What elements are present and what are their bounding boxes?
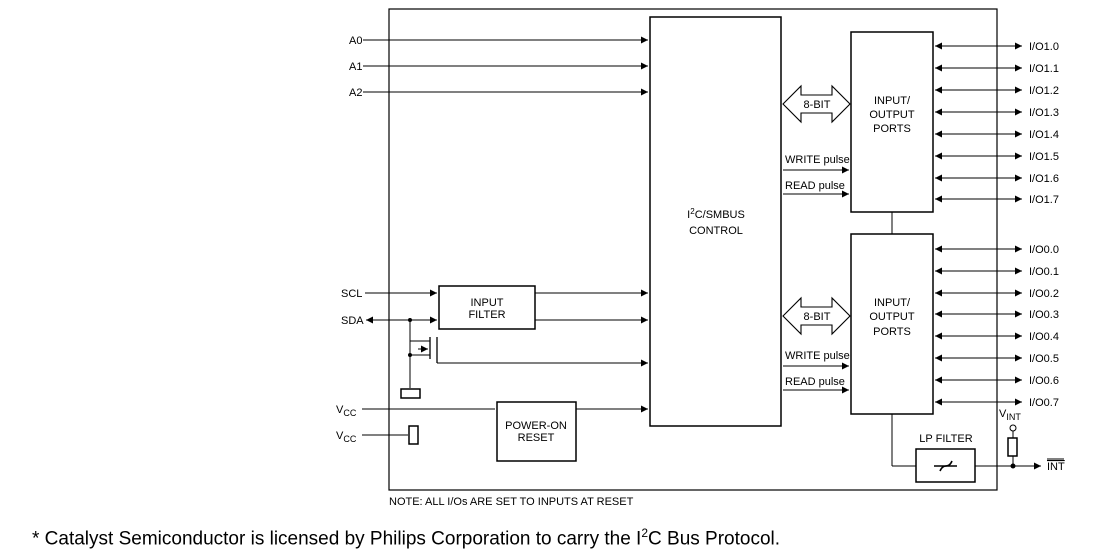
read-pulse-bottom: READ pulse (785, 376, 845, 388)
write-pulse-bottom: WRITE pulse (785, 350, 850, 362)
power-on-reset-label: POWER-ON (505, 420, 567, 432)
io-port0-label-3: PORTS (873, 326, 911, 338)
io-port0-label-2: OUTPUT (869, 311, 915, 323)
pin-io1-0: I/O1.0 (1029, 41, 1059, 53)
pin-io1-2: I/O1.2 (1029, 85, 1059, 97)
vint-pullup-resistor (1007, 437, 1018, 457)
io0-pins: I/O0.0 I/O0.1 I/O0.2 I/O0.3 I/O0.4 I/O0.… (935, 244, 1059, 409)
address-inputs: A0 A1 A2 (349, 35, 648, 99)
input-filter-block (438, 285, 536, 330)
vcc-capacitor (408, 425, 419, 445)
input-filter-label: INPUT (471, 297, 504, 309)
pin-sda: SDA (341, 315, 364, 327)
pin-io1-4: I/O1.4 (1029, 129, 1059, 141)
io-port0-block (850, 233, 934, 415)
i2c-control-label: I2C/SMBUS (687, 207, 745, 221)
vint-terminal (1009, 424, 1017, 432)
pin-a2: A2 (349, 87, 362, 99)
write-pulse-top: WRITE pulse (785, 154, 850, 166)
footer-license-note: * Catalyst Semiconductor is licensed by … (32, 526, 781, 550)
i2c-control-block (649, 16, 782, 427)
read-pulse-top: READ pulse (785, 180, 845, 192)
pin-io1-1: I/O1.1 (1029, 63, 1059, 75)
lp-filter-label: LP FILTER (919, 433, 972, 445)
pin-scl: SCL (341, 288, 362, 300)
bus-width-bottom: 8-BIT (804, 311, 831, 323)
io-port0-label: INPUT/ (874, 297, 911, 309)
io-port1-label-3: PORTS (873, 123, 911, 135)
pin-io1-5: I/O1.5 (1029, 151, 1059, 163)
pin-vcc-2: VCC (336, 430, 357, 444)
power-on-reset-label-2: RESET (518, 432, 555, 444)
int-output-label: INT (1047, 461, 1065, 473)
power-on-reset-block (496, 401, 577, 462)
vint-label: VINT (999, 408, 1021, 422)
bus-width-top: 8-BIT (804, 99, 831, 111)
pin-io0-3: I/O0.3 (1029, 309, 1059, 321)
pin-io0-4: I/O0.4 (1029, 331, 1059, 343)
pin-io0-6: I/O0.6 (1029, 375, 1059, 387)
pin-io0-2: I/O0.2 (1029, 288, 1059, 300)
reset-note: NOTE: ALL I/Os ARE SET TO INPUTS AT RESE… (389, 496, 634, 508)
pin-io0-5: I/O0.5 (1029, 353, 1059, 365)
pin-io1-6: I/O1.6 (1029, 173, 1059, 185)
io1-pins: I/O1.0 I/O1.1 I/O1.2 I/O1.3 I/O1.4 I/O1.… (935, 41, 1059, 206)
input-filter-label-2: FILTER (468, 309, 505, 321)
lp-filter-symbol-icon (939, 460, 953, 472)
pin-io1-7: I/O1.7 (1029, 194, 1059, 206)
sda-driver-transistor (400, 320, 648, 399)
bus-arrow-8bit-top (782, 84, 851, 124)
pin-io0-1: I/O0.1 (1029, 266, 1059, 278)
pin-a0: A0 (349, 35, 362, 47)
pin-io0-7: I/O0.7 (1029, 397, 1059, 409)
io-port1-label: INPUT/ (874, 95, 911, 107)
pin-a1: A1 (349, 61, 362, 73)
io-port1-block (850, 31, 934, 213)
pin-vcc: VCC (336, 404, 357, 418)
bus-arrow-8bit-bottom (782, 296, 851, 336)
io-port1-label-2: OUTPUT (869, 109, 915, 121)
i2c-control-label-2: CONTROL (689, 225, 743, 237)
pin-io1-3: I/O1.3 (1029, 107, 1059, 119)
pin-io0-0: I/O0.0 (1029, 244, 1059, 256)
